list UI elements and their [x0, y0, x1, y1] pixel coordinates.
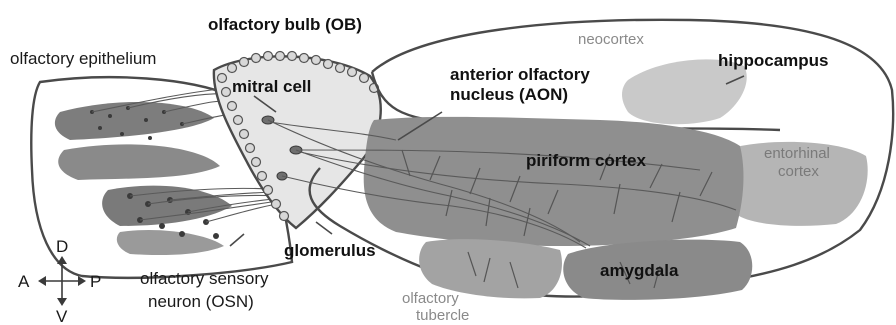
- label-osn-line1: olfactory sensory: [140, 269, 269, 288]
- piriform-cortex-region: [364, 117, 744, 246]
- arrowhead-up-icon: [57, 256, 67, 264]
- compass-anterior: A: [18, 272, 30, 291]
- label-mitral-cell: mitral cell: [232, 77, 311, 96]
- arrowhead-down-icon: [57, 298, 67, 306]
- compass-ventral: V: [56, 307, 68, 325]
- orientation-compass: D V A P: [18, 237, 101, 325]
- label-glomerulus: glomerulus: [284, 241, 376, 260]
- label-amygdala: amygdala: [600, 261, 679, 280]
- label-olfactory-bulb: olfactory bulb (OB): [208, 15, 362, 34]
- label-osn-line2: neuron (OSN): [148, 292, 254, 311]
- arrowhead-left-icon: [38, 276, 46, 286]
- label-aon-line2: nucleus (AON): [450, 85, 568, 104]
- label-hippocampus: hippocampus: [718, 51, 829, 70]
- label-tubercle-line2: tubercle: [416, 307, 469, 324]
- label-olfactory-epithelium: olfactory epithelium: [10, 49, 156, 68]
- compass-dorsal: D: [56, 237, 68, 256]
- olfactory-epithelium-turbinates: [55, 102, 232, 255]
- label-piriform-cortex: piriform cortex: [526, 151, 647, 170]
- compass-posterior: P: [90, 272, 101, 291]
- label-aon-line1: anterior olfactory: [450, 65, 590, 84]
- label-tubercle-line1: olfactory: [402, 290, 459, 307]
- label-entorhinal-line2: cortex: [778, 163, 819, 180]
- arrowhead-right-icon: [78, 276, 86, 286]
- label-entorhinal-line1: entorhinal: [764, 145, 830, 162]
- label-neocortex: neocortex: [578, 31, 644, 48]
